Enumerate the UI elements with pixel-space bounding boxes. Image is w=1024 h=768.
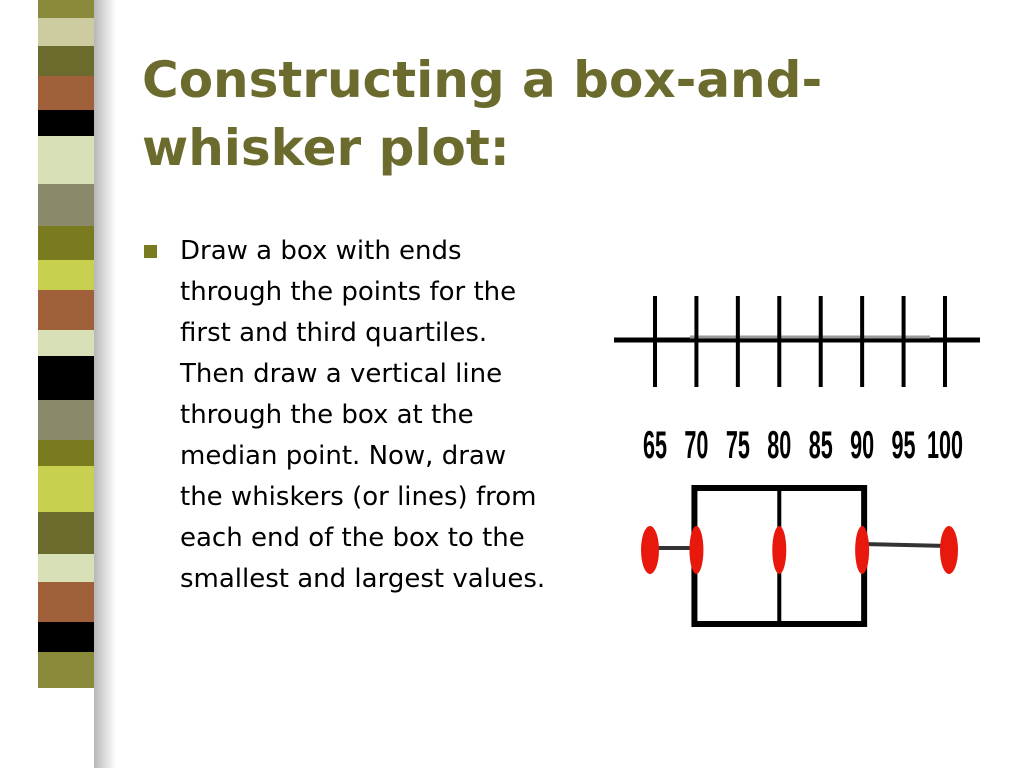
- stripe-block: [38, 440, 94, 466]
- stripe-block: [38, 330, 94, 356]
- stripe-block: [38, 136, 94, 184]
- right-whisker: [862, 542, 950, 548]
- stripe-block: [38, 18, 94, 46]
- tick-label: 95: [892, 422, 916, 467]
- tick-label: 85: [809, 422, 833, 467]
- bullet-list: Draw a box with ends through the points …: [144, 231, 554, 600]
- stripe-block: [38, 466, 94, 512]
- marker-median: [772, 526, 787, 574]
- tick-label: 75: [726, 422, 750, 467]
- stripe-block: [38, 290, 94, 330]
- tick-label: 65: [643, 422, 667, 467]
- stripe-block: [38, 554, 94, 582]
- stripe-block: [38, 356, 94, 400]
- stripe-block: [38, 652, 94, 688]
- stripe-block: [38, 400, 94, 440]
- stripe-block: [38, 110, 94, 136]
- stripe-block: [38, 260, 94, 290]
- stripe-block: [38, 512, 94, 554]
- tick-label: 100: [927, 422, 963, 467]
- stripe-block: [38, 226, 94, 260]
- tick-label: 80: [767, 422, 791, 467]
- decorative-stripe: [38, 0, 94, 768]
- stripe-block: [38, 46, 94, 76]
- marker-max: [940, 526, 958, 574]
- square-bullet-icon: [144, 245, 157, 258]
- stripe-shadow: [94, 0, 116, 768]
- marker-min: [641, 526, 659, 574]
- slide-title: Constructing a box-and-whisker plot:: [142, 51, 823, 177]
- tick-label: 70: [684, 422, 708, 467]
- stripe-block: [38, 582, 94, 622]
- stripe-block: [38, 0, 94, 18]
- tick-label: 90: [850, 422, 874, 467]
- bullet-item: Draw a box with ends through the points …: [144, 231, 554, 600]
- box-plot: [641, 485, 958, 627]
- stripe-block: [38, 184, 94, 226]
- stripe-block: [38, 622, 94, 652]
- bullet-text: Draw a box with ends through the points …: [180, 236, 546, 594]
- number-line: 65 70 75 80 85 90 95 100: [614, 296, 980, 467]
- marker-q1: [689, 526, 704, 574]
- marker-q3: [855, 526, 870, 574]
- stripe-block: [38, 76, 94, 110]
